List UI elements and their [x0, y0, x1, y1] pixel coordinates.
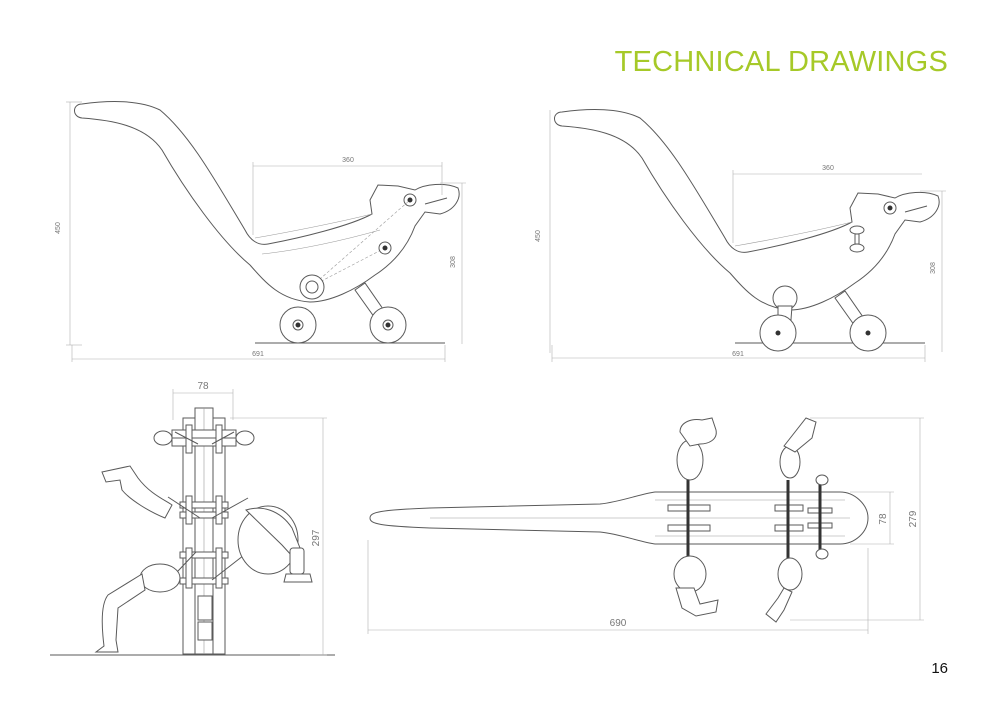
dim-body-height-2: 308: [930, 262, 937, 274]
front-view: [50, 389, 335, 656]
side-view-2: [549, 109, 946, 362]
dim-top-body-width: 78: [878, 513, 889, 525]
page-number: 16: [931, 660, 948, 677]
wheel-front: [369, 306, 407, 344]
top-view: [367, 417, 924, 634]
rocker-body-2: [554, 109, 940, 311]
wheel-front-2: [849, 314, 887, 352]
dim-top-total-width: 279: [908, 510, 919, 527]
dim-height-2: 450: [535, 230, 542, 242]
rocker-body: [74, 101, 460, 303]
dim-length-2: 691: [732, 351, 744, 358]
page-title: TECHNICAL DRAWINGS: [614, 46, 948, 78]
dim-height-1: 450: [55, 222, 62, 234]
wheel-rear: [279, 306, 317, 344]
wheel-rear-2: [759, 314, 797, 352]
dim-front-width: 78: [197, 381, 209, 392]
dim-seat-width-2: 360: [822, 165, 834, 172]
dim-top-length: 690: [610, 618, 627, 629]
dim-body-height-1: 308: [450, 256, 457, 268]
dim-front-height: 297: [311, 529, 322, 546]
dim-seat-width-1: 360: [342, 157, 354, 164]
side-view-1: [66, 101, 466, 362]
dim-length-1: 691: [252, 351, 264, 358]
